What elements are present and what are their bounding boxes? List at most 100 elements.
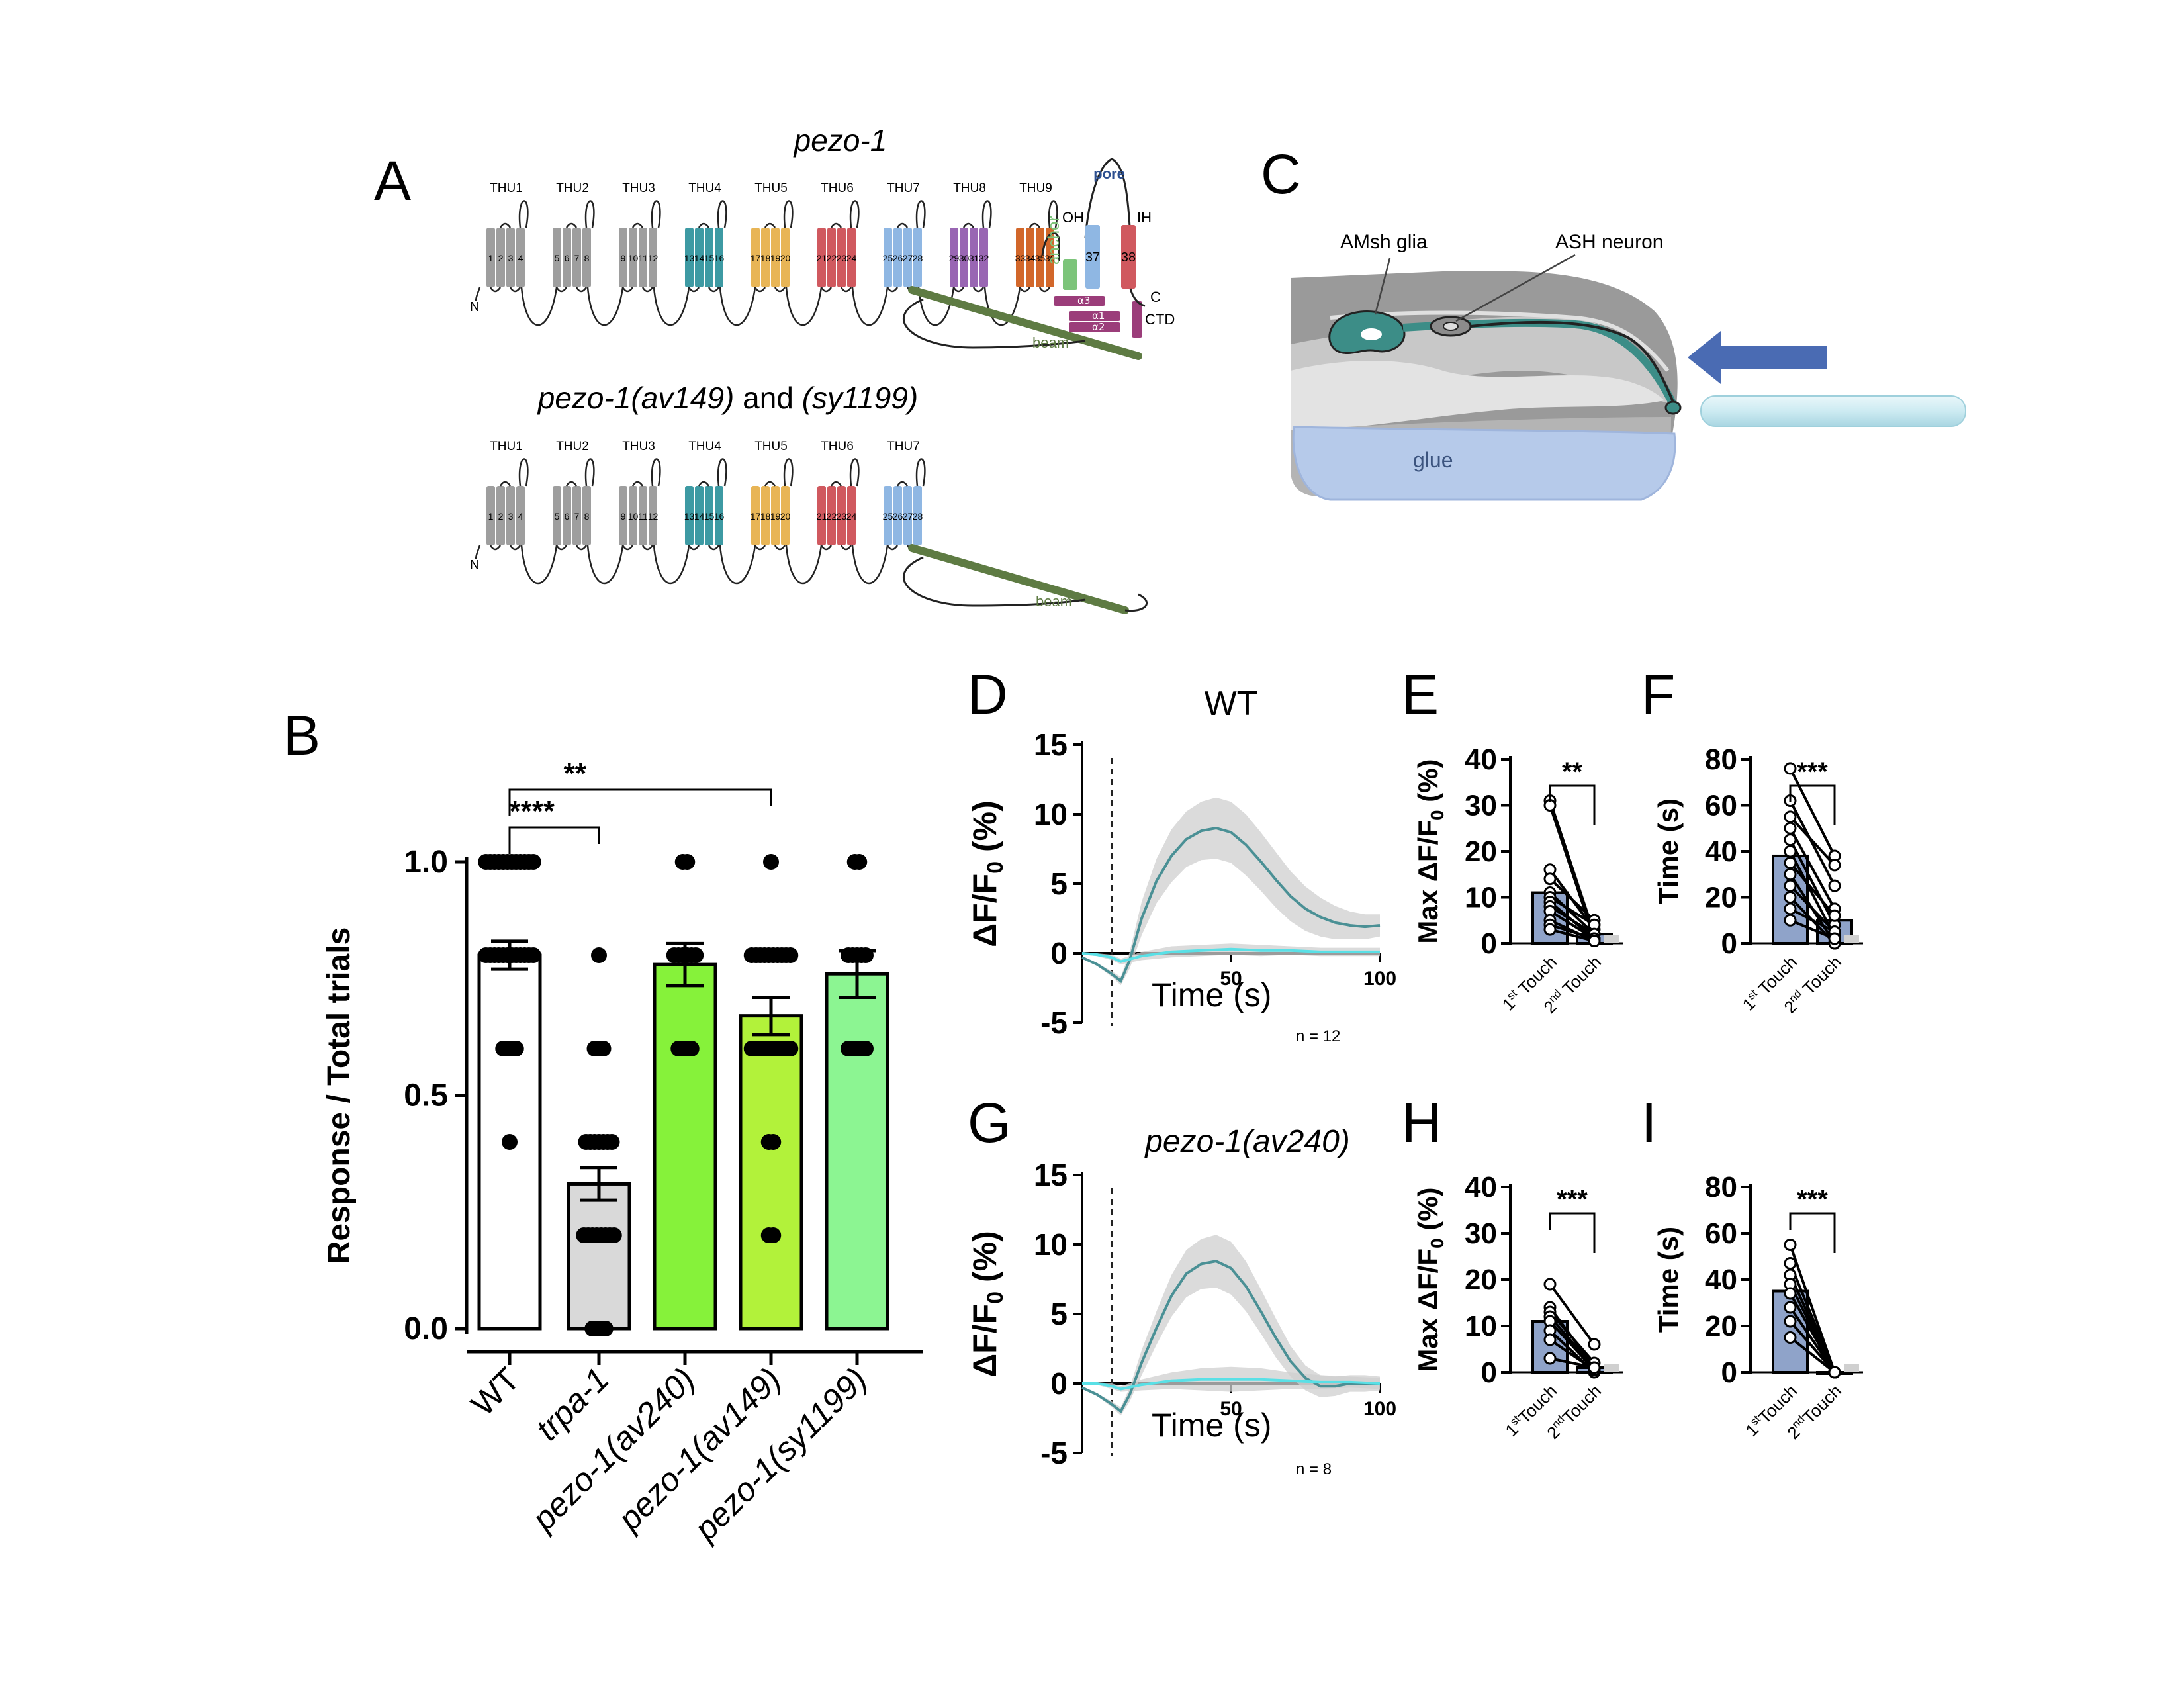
helix xyxy=(685,486,694,545)
x-axis-label: Time (s) xyxy=(1152,976,1271,1013)
helix-number: 31 xyxy=(969,253,979,263)
pair-point xyxy=(1784,762,1797,775)
y-label-rest: (%) xyxy=(1412,1187,1443,1238)
loop xyxy=(830,481,842,487)
loop xyxy=(981,200,992,228)
n-terminus-label: N xyxy=(470,558,479,573)
pair-point xyxy=(1784,856,1797,869)
data-point xyxy=(679,854,696,870)
loop xyxy=(518,200,529,228)
helix-number: 4 xyxy=(518,253,523,263)
thu-label-6: THU6 xyxy=(821,440,854,453)
connector xyxy=(520,287,558,326)
helix xyxy=(903,486,912,545)
x-label-rest: Touch xyxy=(1559,1381,1605,1427)
alpha3-label: α3 xyxy=(1077,295,1090,306)
loop xyxy=(783,200,794,228)
helix-number: 17 xyxy=(751,511,761,522)
glue-label: glue xyxy=(1413,448,1453,472)
data-point xyxy=(606,1227,622,1243)
significance-bracket xyxy=(1789,1212,1836,1253)
pair-line xyxy=(1549,892,1596,935)
n-terminus-label: N xyxy=(470,300,479,314)
pair-line xyxy=(1549,910,1596,940)
loop xyxy=(849,200,860,228)
loop xyxy=(1048,200,1058,228)
x-tick-label: 50 xyxy=(1220,1398,1242,1420)
y-tick-label: 20 xyxy=(1705,882,1737,914)
loop xyxy=(1038,287,1051,293)
thu-label-1: THU1 xyxy=(490,181,523,195)
helix-number: 23 xyxy=(837,511,847,522)
helix-number: 9 xyxy=(621,511,626,522)
helix-number: 27 xyxy=(903,253,913,263)
pair-point xyxy=(1784,879,1797,892)
loop xyxy=(641,287,654,293)
y-tick-label: 0 xyxy=(1050,1366,1068,1401)
helix-number: 5 xyxy=(555,511,560,522)
helix xyxy=(563,228,571,287)
loop xyxy=(509,287,522,293)
pair-point xyxy=(1828,1366,1841,1379)
helix-number: 1 xyxy=(488,511,494,522)
loop xyxy=(820,287,833,293)
helix-number: 28 xyxy=(913,253,923,263)
helix xyxy=(771,486,780,545)
helix-number: 18 xyxy=(760,253,771,263)
bar-trpa-1 xyxy=(567,1182,631,1331)
data-point xyxy=(763,854,779,870)
significance-bracket xyxy=(1549,784,1596,825)
pair-line xyxy=(1549,1315,1596,1369)
thu-label-4: THU4 xyxy=(688,181,721,195)
helix-number: 17 xyxy=(751,253,761,263)
significance-bracket xyxy=(508,826,600,854)
connector xyxy=(851,545,889,585)
pair-line xyxy=(1549,804,1596,939)
pore-label: pore xyxy=(1093,165,1125,182)
n-tail xyxy=(475,287,481,302)
sem-shade xyxy=(1844,1364,1859,1372)
helix-number: 6 xyxy=(565,253,570,263)
pair-point xyxy=(1543,1333,1557,1346)
loop xyxy=(584,458,595,487)
pair-line xyxy=(1549,1320,1596,1371)
helix-number: 3 xyxy=(508,511,514,522)
helix xyxy=(563,486,571,545)
helix xyxy=(903,228,912,287)
y-tick-label: 0.5 xyxy=(404,1078,448,1113)
data-point xyxy=(858,1041,874,1056)
pair-point xyxy=(1543,1352,1557,1365)
significance-label: **** xyxy=(510,795,555,827)
pair-point xyxy=(1784,914,1797,927)
helix xyxy=(705,228,713,287)
helix-number: 2 xyxy=(498,253,504,263)
loop xyxy=(754,545,766,551)
helix xyxy=(761,486,770,545)
loop xyxy=(651,458,661,487)
helix-number: 13 xyxy=(684,253,695,263)
thu-label-3: THU3 xyxy=(622,440,655,453)
pair-point xyxy=(1588,1338,1601,1351)
thu-label-9: THU9 xyxy=(1019,181,1052,195)
y-tick-label: 60 xyxy=(1705,1217,1737,1250)
bar-pezo-1(sy1199) xyxy=(825,972,889,1331)
connector xyxy=(785,287,823,326)
y-label-rest: (%) xyxy=(966,1231,1003,1291)
helix-number: 8 xyxy=(584,511,590,522)
pair-point xyxy=(1828,859,1841,872)
helix-number: 7 xyxy=(574,511,580,522)
helix-number: 20 xyxy=(780,511,791,522)
pair-line xyxy=(1789,1306,1836,1374)
panel-label-a: A xyxy=(374,150,411,212)
ctd-block xyxy=(1132,301,1142,338)
alpha2-label: α2 xyxy=(1092,321,1105,333)
data-point xyxy=(525,854,541,870)
thu-label-8: THU8 xyxy=(953,181,986,195)
helix-number: 18 xyxy=(760,511,771,522)
y-tick-label: 40 xyxy=(1705,1264,1737,1296)
helix-number: 26 xyxy=(893,511,903,522)
sem-shade xyxy=(1844,935,1859,943)
n-tail xyxy=(475,545,481,560)
